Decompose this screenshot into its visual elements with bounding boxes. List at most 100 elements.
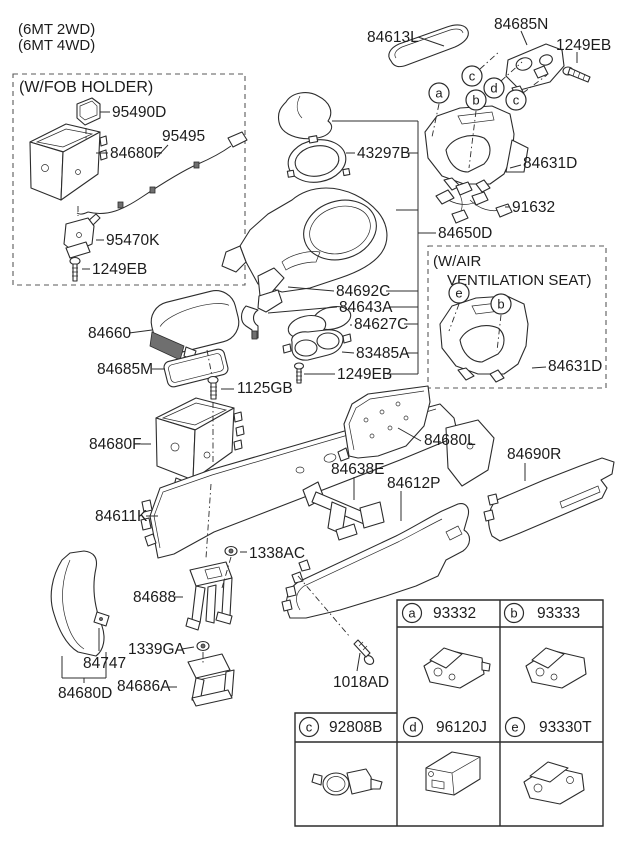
svg-text:d: d [490, 81, 497, 96]
svg-text:b: b [497, 297, 504, 312]
legend-module-d-drawing [425, 751, 481, 796]
part-1339ga-nut-drawing [196, 640, 210, 652]
legend-cell-e-header: e 93330T [504, 716, 592, 738]
part-84631d-upper-cover-drawing [424, 105, 529, 193]
label-1249eb-top: 1249EB [556, 37, 611, 54]
legend-part-93332: 93332 [433, 605, 476, 622]
label-95495: 95495 [162, 128, 205, 145]
svg-text:d: d [409, 720, 416, 735]
part-84680l-rear-panel-drawing [337, 385, 431, 462]
part-84660-armrest-drawing [149, 290, 240, 361]
part-84685n-switch-assembly-drawing [505, 43, 565, 97]
part-84680f-fob-tray-drawing [29, 123, 108, 201]
legend-part-92808b: 92808B [329, 719, 382, 736]
legend-cell-b-header: b 93333 [503, 602, 580, 624]
part-shift-boot-drawing [277, 92, 333, 140]
part-1125gb-bolt-drawing [207, 375, 219, 400]
svg-text:c: c [469, 69, 476, 84]
air-vent-box [427, 245, 607, 389]
label-84692c: 84692C [336, 283, 390, 300]
part-84686a-bracket-drawing [187, 653, 235, 707]
label-84631d-vent: 84631D [548, 358, 602, 375]
part-1249eb-mid-screw-drawing [293, 362, 305, 384]
callout-d: d [483, 77, 505, 99]
label-84660: 84660 [88, 325, 131, 342]
label-84685n: 84685N [494, 16, 548, 33]
part-84690r-side-cover-drawing [483, 457, 615, 542]
legend-part-93330t: 93330T [539, 719, 592, 736]
legend-socket-c-drawing [311, 768, 383, 796]
callout-b: b [465, 89, 487, 111]
label-1018ad: 1018AD [333, 674, 389, 691]
label-95470k: 95470K [106, 232, 160, 249]
label-1249eb-mid: 1249EB [337, 366, 392, 383]
label-84638e: 84638E [331, 461, 384, 478]
label-84690r: 84690R [507, 446, 561, 463]
part-84650d-upper-console-drawing [221, 187, 388, 293]
legend-cell-d-header: d 96120J [402, 716, 487, 738]
svg-text:c: c [513, 93, 520, 108]
part-83485a-cupholder-drawing [282, 329, 352, 361]
callout-a: a [428, 82, 450, 104]
callout-e-vent: e [448, 282, 470, 304]
label-1339ga: 1339GA [128, 641, 186, 658]
part-84685m-pad-drawing [163, 348, 229, 388]
assembly-dash-lines [77, 50, 548, 665]
label-84680d: 84680D [58, 685, 112, 702]
label-1125gb: 1125GB [237, 380, 293, 397]
label-91632: 91632 [512, 199, 555, 216]
label-84680l: 84680L [424, 432, 476, 449]
part-84638e-bracket-drawing [302, 481, 385, 541]
label-83485a: 83485A [356, 345, 410, 362]
svg-text:a: a [435, 86, 443, 101]
part-84692c-side-cover-drawing [257, 267, 285, 313]
fob-holder-box [12, 73, 246, 286]
part-84613l-garnish-drawing [388, 24, 469, 68]
label-84747: 84747 [83, 655, 126, 672]
legend-part-93333: 93333 [537, 605, 580, 622]
part-91632-wiring-drawing [435, 181, 513, 224]
label-1338ac: 1338AC [249, 545, 305, 562]
label-84612p: 84612P [387, 475, 440, 492]
label-84680f-fob: 84680F [110, 145, 163, 162]
svg-text:b: b [510, 606, 517, 621]
part-1249eb-top-screw-drawing [562, 66, 591, 83]
part-84688-bracket-drawing [185, 561, 233, 631]
drivetrain-note-line1: (6MT 2WD) [18, 21, 95, 38]
label-43297b: 43297B [357, 145, 410, 162]
label-84685m: 84685M [97, 361, 153, 378]
callout-c-1: c [461, 65, 483, 87]
legend-table: a 93332 b 93333 c 92808B d 96120J e 9333… [294, 599, 604, 827]
part-84747-clip-drawing [93, 611, 110, 627]
label-84680f-main: 84680F [89, 436, 142, 453]
part-1018ad-screw-drawing [353, 639, 375, 665]
label-1249eb-fob: 1249EB [92, 261, 147, 278]
label-84631d-top: 84631D [523, 155, 577, 172]
label-84686a: 84686A [117, 678, 171, 695]
leader-lines [61, 30, 578, 688]
part-95495-cable-drawing [76, 131, 248, 215]
label-84643a: 84643A [339, 299, 393, 316]
part-84643a-clip-drawing [240, 305, 259, 340]
part-84680d-side-cover-drawing [50, 550, 105, 657]
part-84612p-rear-console-drawing [281, 503, 471, 619]
air-vent-box-title-line2: VENTILATION SEAT) [447, 272, 591, 289]
legend-cell-a-header: a 93332 [401, 602, 476, 624]
svg-text:a: a [408, 606, 416, 621]
label-84613l: 84613L [367, 29, 419, 46]
svg-text:b: b [472, 93, 479, 108]
svg-text:e: e [455, 286, 462, 301]
part-1338ac-nut-drawing [224, 545, 238, 557]
label-95490d: 95490D [112, 104, 166, 121]
part-95470k-bracket-drawing [63, 213, 101, 259]
part-84631d-vent-cover-drawing [439, 295, 529, 383]
label-84688: 84688 [133, 589, 176, 606]
legend-part-96120j: 96120J [436, 719, 487, 736]
part-95490d-fob-holder-drawing [76, 97, 101, 126]
legend-switch-e-drawing [523, 761, 585, 805]
legend-switch-a-drawing [423, 647, 491, 689]
callout-c-2: c [505, 89, 527, 111]
label-84627c: 84627C [354, 316, 408, 333]
